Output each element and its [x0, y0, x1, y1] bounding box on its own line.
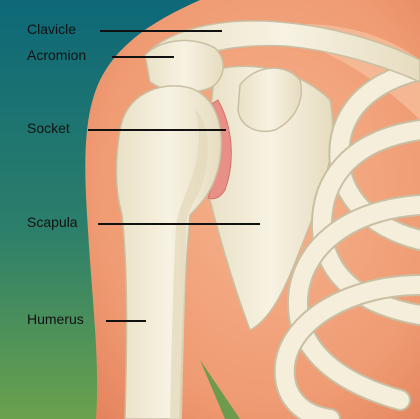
leader-line-scapula	[98, 223, 260, 225]
leader-line-socket	[88, 129, 226, 131]
label-humerus: Humerus	[27, 311, 84, 327]
acromion-bone	[145, 41, 223, 93]
label-scapula: Scapula	[27, 214, 78, 230]
label-acromion: Acromion	[27, 47, 86, 63]
label-clavicle: Clavicle	[27, 21, 76, 37]
leader-line-clavicle	[100, 30, 222, 32]
label-socket: Socket	[27, 120, 70, 136]
leader-line-acromion	[112, 56, 174, 58]
leader-line-humerus	[106, 320, 146, 322]
